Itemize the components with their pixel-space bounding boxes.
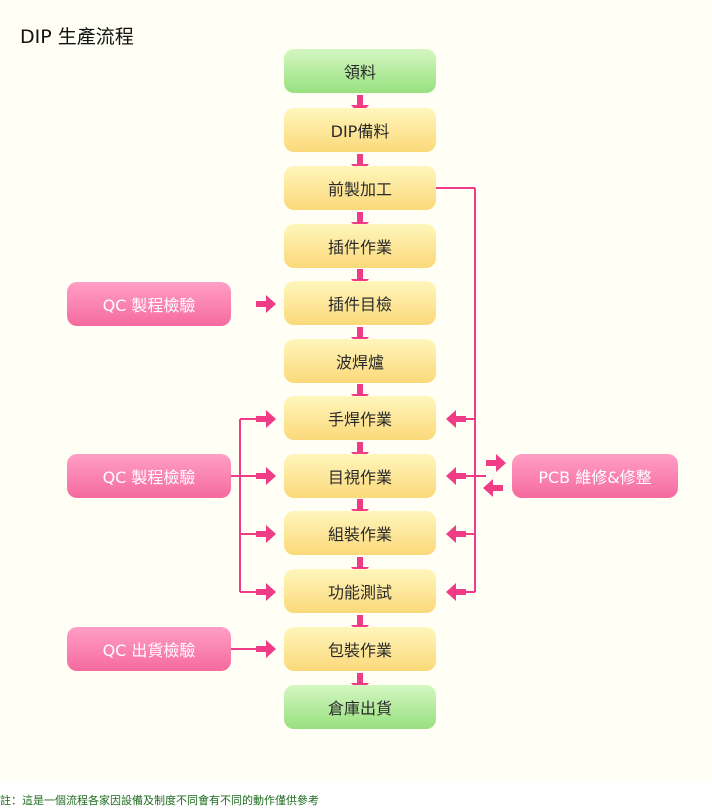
pcb-repair-box: PCB 維修&修整: [512, 454, 678, 498]
qc-process-arrow-1: [256, 410, 276, 428]
step-insertion: 插件作業: [284, 224, 436, 268]
qc-process-arrow-2: [256, 467, 276, 485]
qc-process-arrow-4: [256, 583, 276, 601]
qc-process-arrow-3: [256, 525, 276, 543]
footnote: 註：這是一個流程各家因設備及制度不同會有不同的動作僅供參考: [0, 794, 319, 807]
qc-process-box: QC 製程檢驗: [67, 454, 231, 498]
qc-shipping-arrow: [256, 640, 276, 658]
step-hand-solder: 手焊作業: [284, 396, 436, 440]
qc-shipping-box: QC 出貨檢驗: [67, 627, 231, 671]
pcb-in-arrow: [486, 454, 506, 472]
diagram-title: DIP 生產流程: [20, 26, 134, 48]
step-function-test: 功能測試: [284, 569, 436, 613]
step-warehouse-shipping: 倉庫出貨: [284, 685, 436, 729]
step-packaging: 包裝作業: [284, 627, 436, 671]
step-receive-materials: 領料: [284, 49, 436, 93]
pcb-out-arrow: [483, 479, 503, 497]
connector-layer: [231, 95, 506, 693]
rework-arrow-1: [446, 410, 466, 428]
step-wave-solder: 波焊爐: [284, 339, 436, 383]
rework-arrow-3: [446, 525, 466, 543]
qc-insertion-arrow: [256, 295, 276, 313]
step-insertion-inspection: 插件目檢: [284, 281, 436, 325]
step-visual-inspection: 目視作業: [284, 454, 436, 498]
rework-arrow-4: [446, 583, 466, 601]
step-assembly: 組裝作業: [284, 511, 436, 555]
step-pre-processing: 前製加工: [284, 166, 436, 210]
qc-insertion-box: QC 製程檢驗: [67, 282, 231, 326]
step-dip-prep: DIP備料: [284, 108, 436, 152]
rework-arrow-2: [446, 467, 466, 485]
